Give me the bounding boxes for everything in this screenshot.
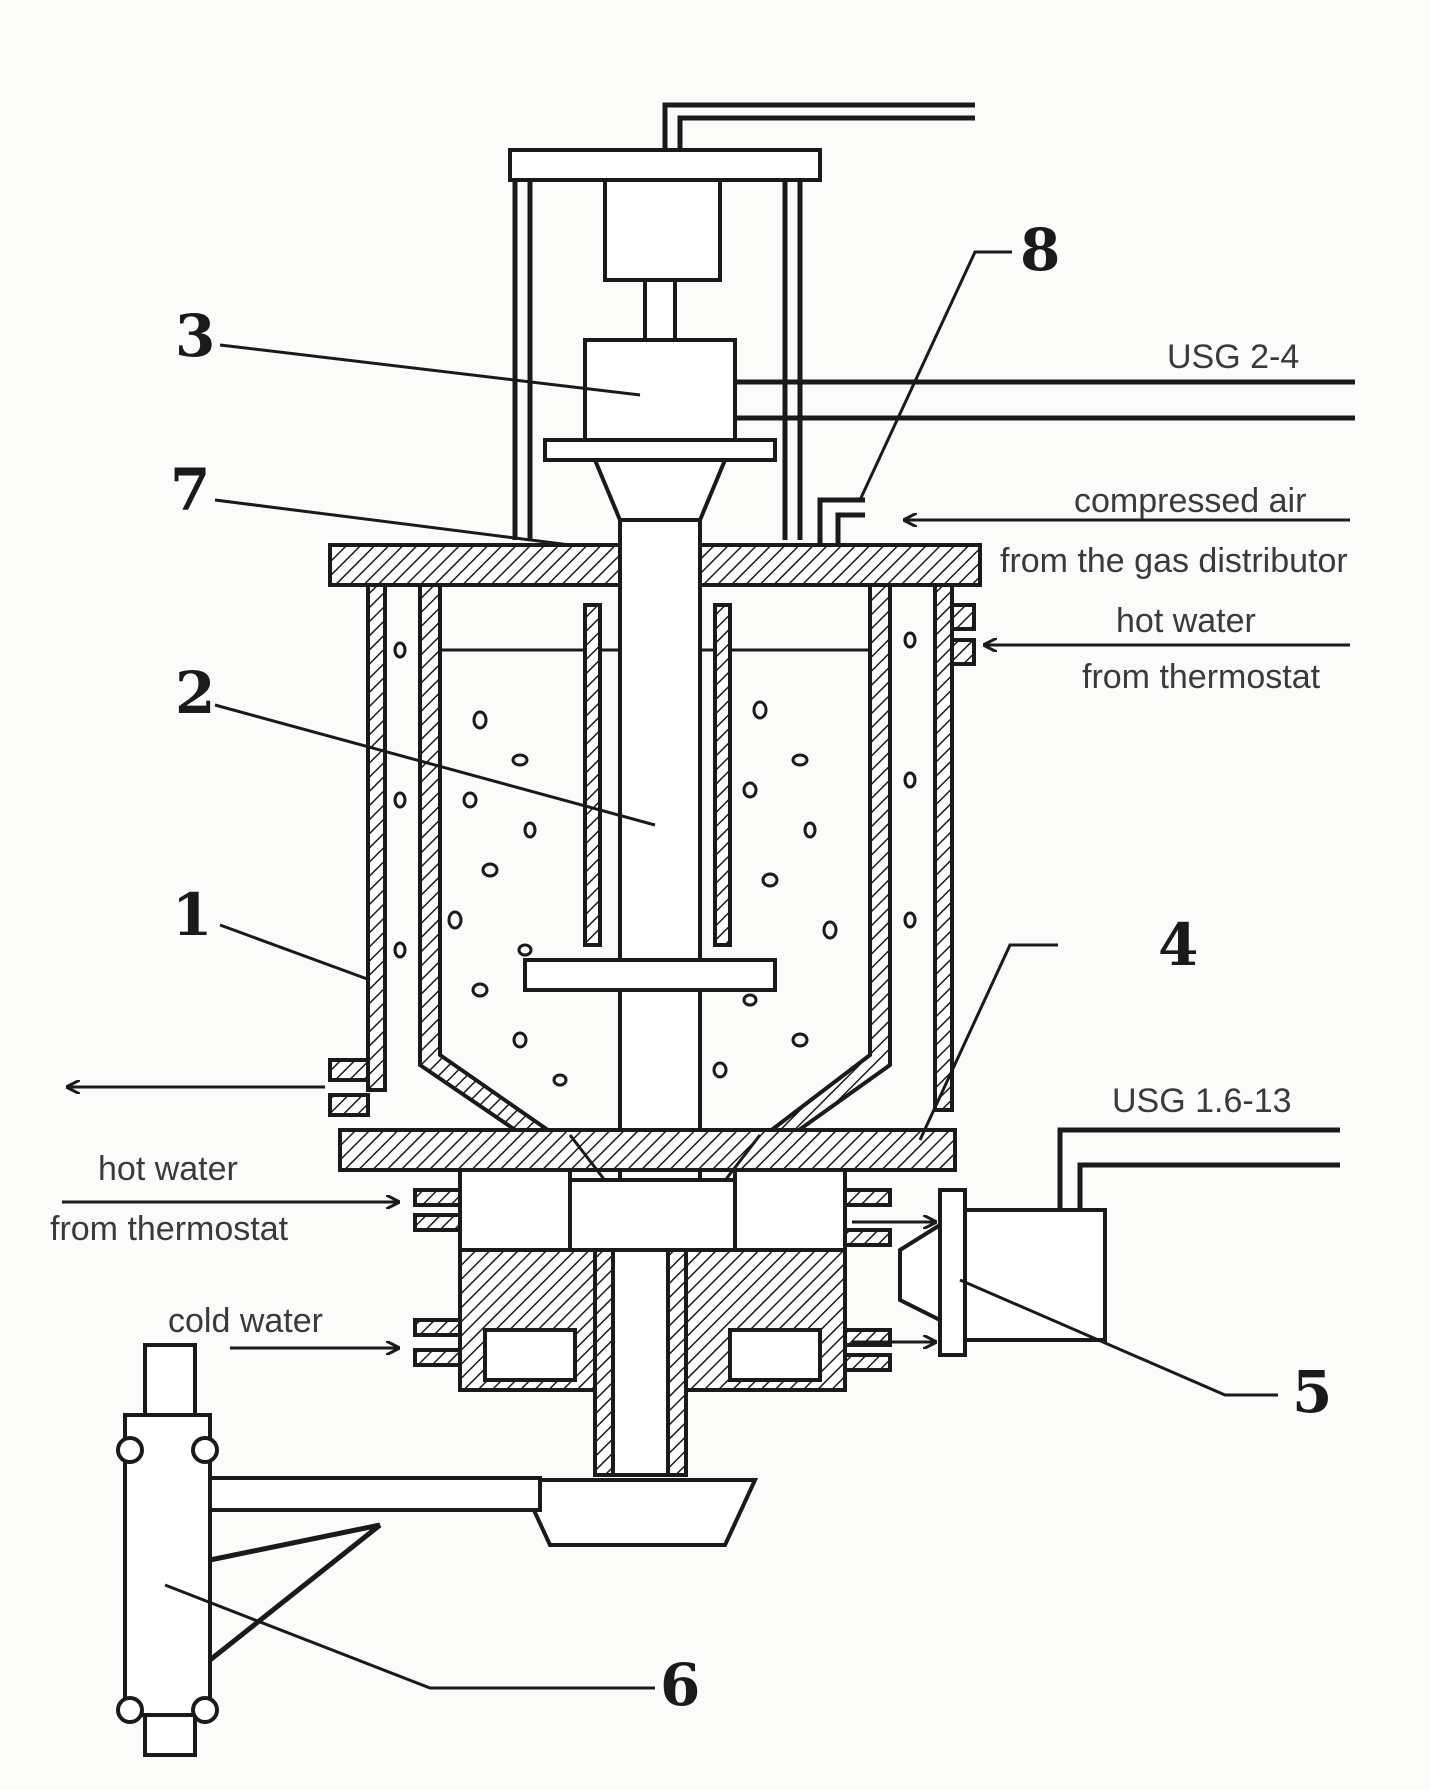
label-3: 3 <box>175 302 215 370</box>
transducer-5 <box>898 1127 1340 1357</box>
caption-thermostat-left: from thermostat <box>50 1210 289 1248</box>
caption-compressed-air: compressed air <box>1074 482 1306 520</box>
motor-block <box>603 178 722 342</box>
label-2: 2 <box>175 659 215 727</box>
caption-usg-top: USG 2-4 <box>1167 338 1299 376</box>
caption-hot-water-left: hot water <box>98 1150 238 1188</box>
outer-jacket-1 <box>328 583 976 1117</box>
label-7: 7 <box>170 456 210 524</box>
label-8: 8 <box>1020 216 1060 284</box>
flow-arrows <box>62 520 1350 1348</box>
caption-hot-water-right: hot water <box>1116 602 1256 640</box>
collection-tray <box>208 1476 759 1547</box>
top-frame <box>508 102 975 540</box>
lower-hot-water-chamber <box>413 1168 892 1252</box>
transducer-3 <box>543 338 777 522</box>
caption-gas-distributor: from the gas distributor <box>1000 542 1348 580</box>
caption-labels: USG 2-4 compressed air from the gas dist… <box>50 338 1348 1340</box>
label-5: 5 <box>1292 1358 1332 1426</box>
label-6: 6 <box>660 1651 700 1719</box>
caption-cold-water: cold water <box>168 1302 323 1340</box>
label-1: 1 <box>172 881 212 949</box>
draft-tube-2 <box>523 518 777 1192</box>
outlet-tube <box>593 1248 688 1477</box>
gas-inlet-8 <box>817 497 865 545</box>
caption-usg-bottom: USG 1.6-13 <box>1112 1082 1292 1120</box>
leader-lines <box>164 250 1278 1690</box>
label-4: 4 <box>1158 911 1198 979</box>
number-labels: 3 7 2 1 8 4 5 6 <box>170 216 1332 1719</box>
usg-top-lines <box>735 379 1355 421</box>
caption-thermostat-right: from thermostat <box>1082 658 1321 696</box>
vibrator-6 <box>116 1343 382 1757</box>
